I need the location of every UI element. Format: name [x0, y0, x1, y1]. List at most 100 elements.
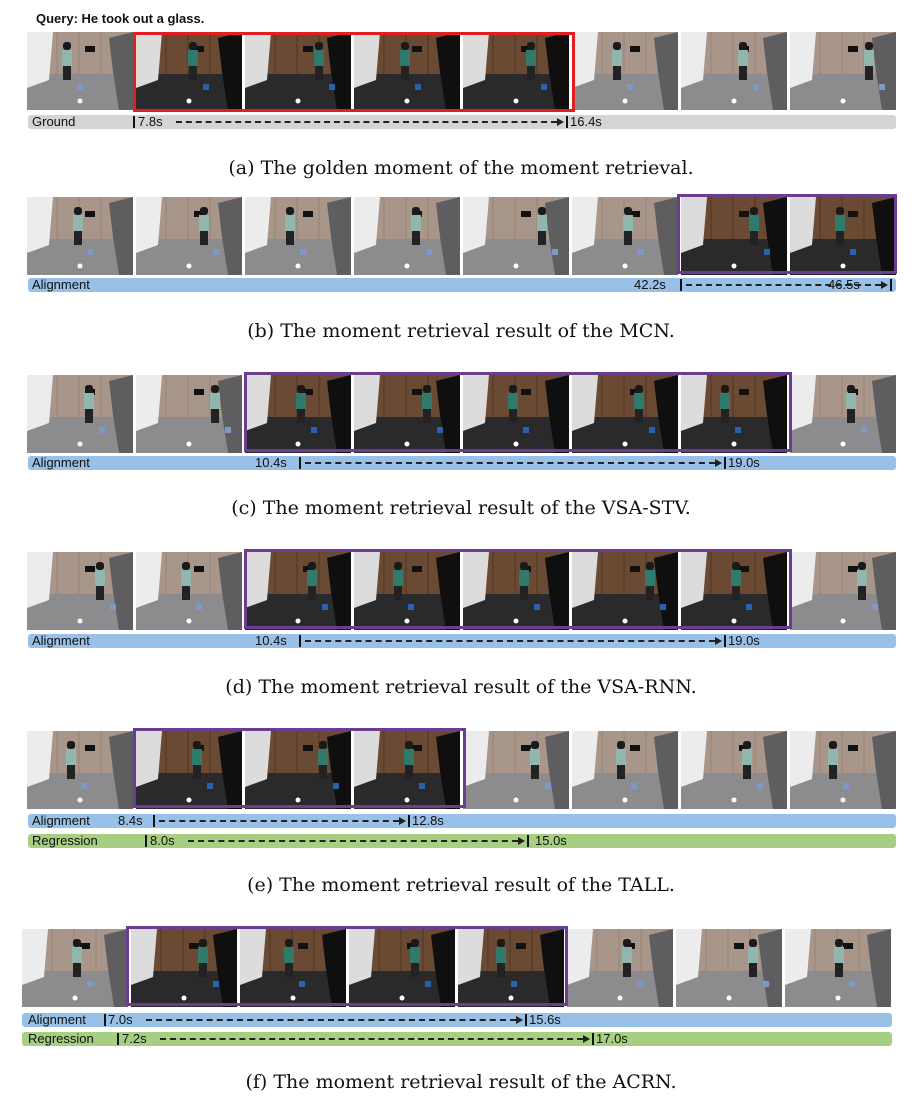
video-frame	[681, 32, 787, 110]
bar-label: Alignment	[32, 455, 90, 470]
video-frame	[136, 375, 242, 453]
video-frame	[790, 375, 896, 453]
start-tick	[104, 1014, 106, 1026]
video-frame	[240, 929, 346, 1007]
arrow-head-icon	[557, 118, 564, 126]
end-tick	[527, 835, 529, 847]
end-time: 16.4s	[570, 114, 602, 129]
video-frame	[245, 731, 351, 809]
video-frame	[790, 32, 896, 110]
start-tick	[153, 815, 155, 827]
start-tick	[145, 835, 147, 847]
video-frame	[245, 375, 351, 453]
video-frame	[354, 197, 460, 275]
video-frame	[463, 552, 569, 630]
dashed-arrow-line	[305, 640, 715, 642]
start-time: 8.0s	[150, 833, 175, 848]
video-frame	[354, 32, 460, 110]
video-frame	[572, 552, 678, 630]
ground-bar: Ground 7.8s 16.4s	[28, 115, 896, 129]
alignment-bar: Alignment 10.4s 19.0s	[28, 456, 896, 470]
start-time: 42.2s	[634, 277, 666, 292]
start-tick	[680, 279, 682, 291]
bar-label: Alignment	[32, 633, 90, 648]
start-tick	[299, 457, 301, 469]
video-frame	[790, 552, 896, 630]
video-frame	[27, 197, 133, 275]
video-frame	[27, 731, 133, 809]
frame-strip	[27, 197, 899, 275]
start-time: 7.0s	[108, 1012, 133, 1027]
video-frame	[245, 552, 351, 630]
video-frame	[27, 32, 133, 110]
video-frame	[27, 375, 133, 453]
dashed-arrow-line	[146, 1019, 516, 1021]
start-time: 10.4s	[255, 455, 287, 470]
dashed-arrow-line	[176, 121, 557, 123]
video-frame	[136, 197, 242, 275]
bar-label: Regression	[28, 1031, 94, 1046]
panel-caption: (c) The moment retrieval result of the V…	[231, 497, 691, 519]
dashed-arrow-line	[160, 1038, 583, 1040]
video-frame	[354, 375, 460, 453]
video-frame	[681, 197, 787, 275]
video-frame	[681, 731, 787, 809]
frame-strip	[27, 731, 899, 809]
end-time: 15.0s	[535, 833, 567, 848]
dashed-arrow-line	[188, 840, 518, 842]
video-frame	[676, 929, 782, 1007]
frame-strip	[27, 375, 899, 453]
dashed-arrow-line	[305, 462, 715, 464]
video-frame	[349, 929, 455, 1007]
arrow-head-icon	[399, 817, 406, 825]
video-frame	[136, 32, 242, 110]
start-time: 7.2s	[122, 1031, 147, 1046]
video-frame	[131, 929, 237, 1007]
video-frame	[463, 197, 569, 275]
bar-label: Ground	[32, 114, 76, 129]
arrow-head-icon	[881, 281, 888, 289]
frame-strip	[22, 929, 894, 1007]
video-frame	[354, 731, 460, 809]
arrow-head-icon	[516, 1016, 523, 1024]
arrow-head-icon	[583, 1035, 590, 1043]
bar-label: Alignment	[32, 813, 90, 828]
end-time: 19.0s	[728, 633, 760, 648]
frame-strip	[27, 32, 899, 110]
video-frame	[463, 375, 569, 453]
video-frame	[463, 32, 569, 110]
regression-bar: Regression 8.0s 15.0s	[28, 834, 896, 848]
end-tick	[408, 815, 410, 827]
video-frame	[463, 731, 569, 809]
panel-caption: (e) The moment retrieval result of the T…	[247, 874, 675, 896]
end-time: 19.0s	[728, 455, 760, 470]
video-frame	[136, 552, 242, 630]
end-time: 15.6s	[529, 1012, 561, 1027]
video-frame	[245, 32, 351, 110]
panel-caption: (f) The moment retrieval result of the A…	[245, 1071, 677, 1093]
end-time: 17.0s	[596, 1031, 628, 1046]
start-time: 7.8s	[138, 114, 163, 129]
end-tick	[566, 116, 568, 128]
start-tick	[299, 635, 301, 647]
video-frame	[458, 929, 564, 1007]
arrow-head-icon	[715, 637, 722, 645]
bar-label: Alignment	[32, 277, 90, 292]
panel-caption: (b) The moment retrieval result of the M…	[247, 320, 675, 342]
dashed-arrow-line	[686, 284, 881, 286]
video-frame	[572, 32, 678, 110]
end-time: 12.8s	[412, 813, 444, 828]
start-time: 8.4s	[118, 813, 143, 828]
bar-label: Regression	[32, 833, 98, 848]
video-frame	[572, 197, 678, 275]
panel-caption: (d) The moment retrieval result of the V…	[225, 676, 697, 698]
video-frame	[567, 929, 673, 1007]
end-tick	[724, 635, 726, 647]
video-frame	[354, 552, 460, 630]
arrow-head-icon	[518, 837, 525, 845]
video-frame	[245, 197, 351, 275]
video-frame	[572, 731, 678, 809]
regression-bar: Regression 7.2s 17.0s	[22, 1032, 892, 1046]
end-tick	[890, 279, 892, 291]
